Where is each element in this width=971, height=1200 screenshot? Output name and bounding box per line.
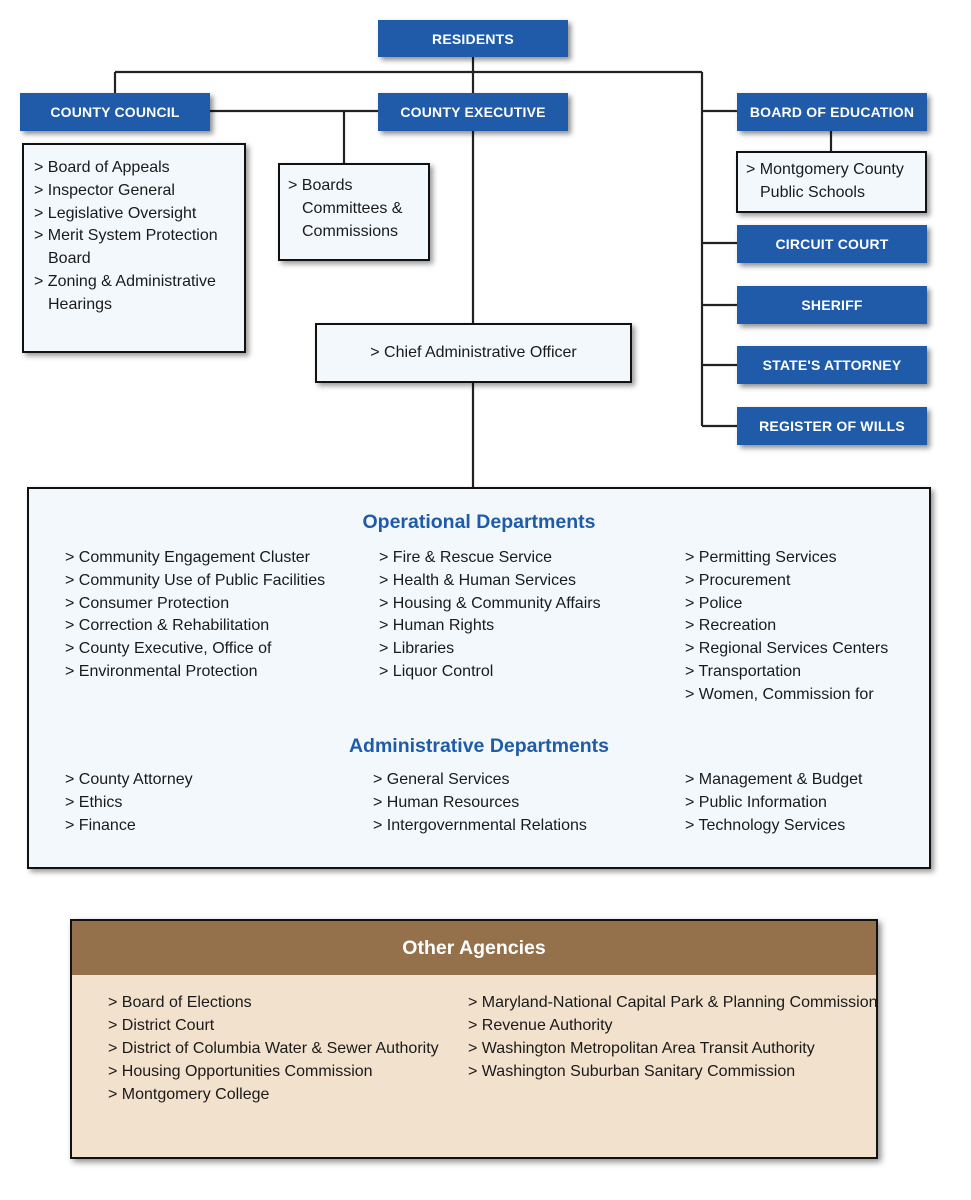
other-agencies-box: Other Agencies Board of Elections Distri…	[70, 919, 878, 1159]
register-of-wills-header: REGISTER OF WILLS	[737, 407, 927, 445]
operational-column-2: Fire & Rescue Service Health & Human Ser…	[371, 547, 601, 684]
list-item: Consumer Protection	[57, 593, 325, 616]
list-item: Health & Human Services	[371, 570, 601, 593]
list-item: Fire & Rescue Service	[371, 547, 601, 570]
list-item: Human Resources	[365, 792, 587, 815]
list-item: District Court	[100, 1014, 420, 1037]
administrative-departments-title: Administrative Departments	[348, 735, 610, 757]
list-item: Washington Suburban Sanitary Commission	[460, 1060, 870, 1083]
list-item: Procurement	[677, 570, 888, 593]
list-item: Police	[677, 593, 888, 616]
administrative-column-3: Management & Budget Public Information T…	[677, 769, 863, 838]
list-item: Maryland-National Capital Park & Plannin…	[460, 991, 878, 1014]
list-item: Legislative Oversight	[26, 203, 238, 226]
list-item: Zoning & Administrative Hearings	[26, 271, 238, 317]
list-item: Board of Elections	[100, 991, 420, 1014]
board-of-education-header: BOARD OF EDUCATION	[737, 93, 927, 131]
board-of-education-box: Montgomery County Public Schools	[736, 151, 927, 213]
list-item: Transportation	[677, 661, 888, 684]
operational-departments-title: Operational Departments	[362, 511, 596, 533]
board-of-education-list: Montgomery County Public Schools	[738, 159, 921, 205]
list-item: County Executive, Office of	[57, 638, 325, 661]
administrative-column-2: General Services Human Resources Intergo…	[365, 769, 587, 837]
list-item: Management & Budget	[677, 769, 863, 792]
list-item: Recreation	[677, 615, 888, 638]
county-executive-header: COUNTY EXECUTIVE	[378, 93, 568, 131]
list-item: Women, Commission for	[677, 684, 888, 707]
residents-header: RESIDENTS	[378, 20, 568, 57]
list-item: Public Information	[677, 792, 862, 815]
list-item: Regional Services Centers	[677, 638, 888, 661]
list-item: Technology Services	[677, 815, 862, 838]
other-agencies-title: Other Agencies	[72, 921, 876, 975]
list-item: Ethics	[57, 792, 193, 815]
list-item: Finance	[57, 815, 193, 838]
list-item: County Attorney	[57, 769, 193, 792]
list-item: Intergovernmental Relations	[365, 815, 587, 838]
other-agencies-column-1: Board of Elections District Court Distri…	[100, 991, 439, 1106]
boards-box: > Boards Committees & Commissions	[278, 163, 430, 261]
list-item: Housing & Community Affairs	[371, 593, 601, 616]
list-item: District of Columbia Water & Sewer Autho…	[100, 1037, 439, 1060]
circuit-court-header: CIRCUIT COURT	[737, 225, 927, 263]
list-item: Community Use of Public Facilities	[57, 570, 325, 593]
list-item: Merit System Protection Board	[26, 225, 238, 271]
list-item: Liquor Control	[371, 661, 601, 684]
boards-committees-commissions: > Boards Committees & Commissions	[288, 177, 403, 240]
county-council-box: Board of Appeals Inspector General Legis…	[22, 143, 246, 353]
list-item: Board of Appeals	[26, 157, 238, 180]
chief-administrative-officer-box: > Chief Administrative Officer	[315, 323, 632, 383]
list-item: Human Rights	[371, 615, 601, 638]
list-item: Environmental Protection	[57, 661, 325, 684]
list-item: Inspector General	[26, 180, 238, 203]
list-item: Montgomery College	[100, 1083, 420, 1106]
other-agencies-column-2: Maryland-National Capital Park & Plannin…	[460, 991, 878, 1083]
county-council-list: Board of Appeals Inspector General Legis…	[26, 157, 238, 317]
list-item: Housing Opportunities Commission	[100, 1060, 420, 1083]
list-item: Correction & Rehabilitation	[57, 615, 325, 638]
list-item: Revenue Authority	[460, 1014, 870, 1037]
list-item: Washington Metropolitan Area Transit Aut…	[460, 1037, 870, 1060]
states-attorney-header: STATE'S ATTORNEY	[737, 346, 927, 384]
list-item: Community Engagement Cluster	[57, 547, 325, 570]
list-item: Libraries	[371, 638, 601, 661]
operational-column-3: Permitting Services Procurement Police R…	[677, 547, 889, 707]
administrative-column-1: County Attorney Ethics Finance	[57, 769, 193, 837]
list-item: General Services	[365, 769, 587, 792]
departments-box: Operational Departments Community Engage…	[27, 487, 931, 869]
sheriff-header: SHERIFF	[737, 286, 927, 324]
county-council-header: COUNTY COUNCIL	[20, 93, 210, 131]
list-item: Montgomery County Public Schools	[738, 159, 921, 205]
list-item: Permitting Services	[677, 547, 888, 570]
operational-column-1: Community Engagement Cluster Community U…	[57, 547, 325, 684]
chief-administrative-officer: > Chief Administrative Officer	[370, 343, 577, 361]
